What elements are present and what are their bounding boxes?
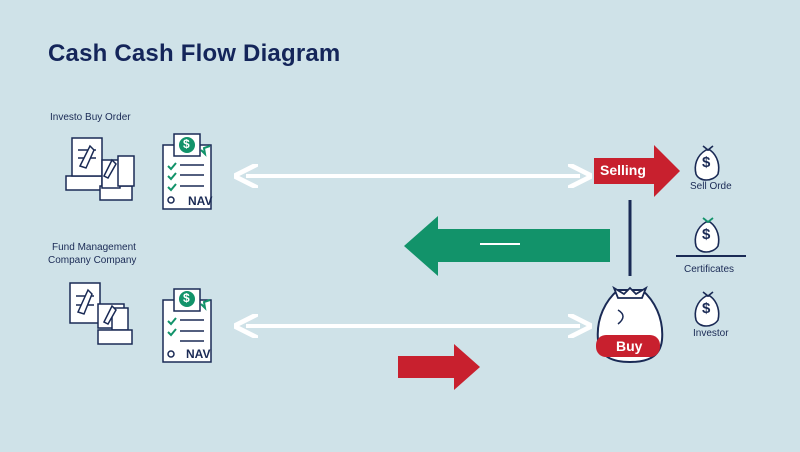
dollar-sign-sell: $	[702, 154, 711, 171]
green-left-arrow	[404, 216, 610, 276]
fund-management-company-label: Company Company	[48, 255, 137, 266]
investor-buy-order-label: Investo Buy Order	[50, 112, 131, 123]
nav-checklist-icon-bottom	[162, 288, 212, 363]
investor-label: Investor	[693, 328, 729, 339]
selling-arrow-label: Selling	[600, 162, 646, 178]
documents-stack-icon-bottom	[69, 282, 133, 345]
nav-label-bottom: NAV	[186, 347, 211, 361]
buy-label: Buy	[616, 338, 643, 354]
sell-order-label: Sell Orde	[690, 181, 732, 192]
documents-stack-icon-top	[65, 137, 135, 201]
dollar-sign-top: $	[183, 137, 190, 151]
money-bag-icon-sell	[694, 145, 720, 181]
money-bag-icon	[596, 285, 664, 364]
money-bag-icon-certificates	[676, 217, 746, 257]
certificates-label: Certificates	[684, 264, 735, 275]
money-bag-icon-investor	[694, 291, 720, 327]
small-red-arrow	[398, 344, 480, 390]
page-title: Cash Cash Flow Diagram	[48, 40, 341, 67]
fund-management-label: Fund Management	[52, 242, 136, 253]
selling-arrow	[594, 145, 680, 197]
nav-label-top: NAV	[188, 194, 213, 208]
dollar-sign-bottom: $	[183, 291, 190, 305]
nav-checklist-icon-top	[162, 133, 212, 210]
dollar-sign-certificates: $	[702, 226, 711, 243]
dollar-sign-investor: $	[702, 300, 711, 317]
